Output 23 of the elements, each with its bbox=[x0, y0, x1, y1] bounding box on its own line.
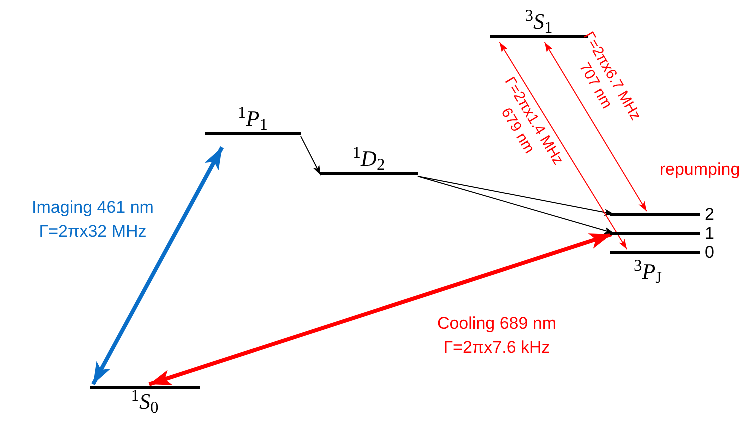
transition-arrow bbox=[300, 136, 322, 176]
transition-arrow bbox=[499, 42, 628, 250]
edge-label: Cooling 689 nm Γ=2πx7.6 kHz bbox=[436, 313, 558, 359]
energy-level bbox=[610, 244, 714, 261]
transition-arrow bbox=[148, 232, 612, 386]
energy-level bbox=[90, 386, 200, 415]
level-label: 1 bbox=[705, 225, 714, 242]
level-label: $^{3}$S$_{1}$ bbox=[525, 9, 553, 35]
transition-arrow bbox=[92, 146, 224, 386]
level-label: $^{1}$S$_{0}$ bbox=[131, 389, 159, 415]
energy-level bbox=[205, 106, 301, 135]
transition-arrow bbox=[544, 42, 648, 212]
energy-level bbox=[610, 225, 714, 242]
edge-label: Imaging 461 nm Γ=2πx32 MHz bbox=[31, 197, 155, 243]
annotation: repumping bbox=[658, 159, 742, 181]
level-label: $^{1}$P$_{1}$ bbox=[238, 106, 268, 132]
level-label: $^{1}$D$_{2}$ bbox=[352, 146, 386, 172]
level-label: $^{3}$P$_{J}$ bbox=[632, 255, 664, 288]
energy-level bbox=[610, 206, 714, 223]
level-label: 2 bbox=[705, 206, 714, 223]
level-label: 0 bbox=[705, 244, 714, 261]
transition-arrow bbox=[418, 176, 615, 234]
energy-level bbox=[320, 146, 418, 175]
